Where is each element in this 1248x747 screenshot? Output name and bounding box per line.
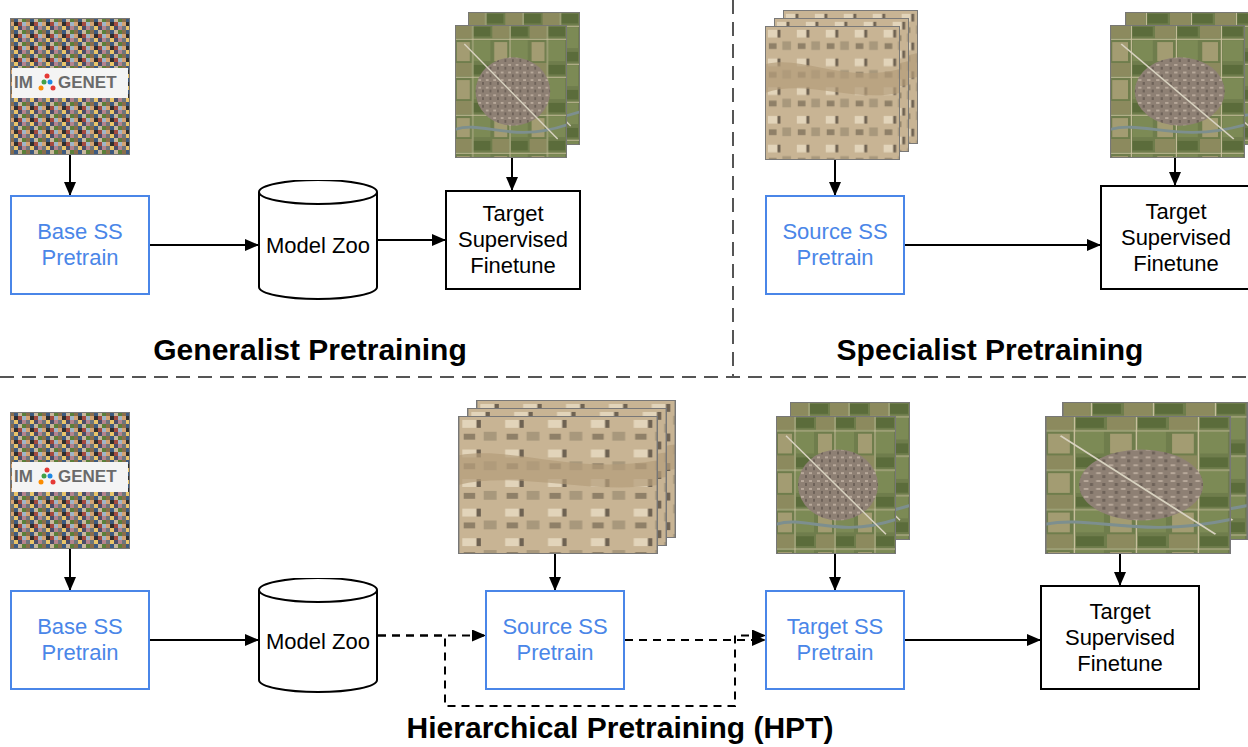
- section-heading: Hierarchical Pretraining (HPT): [407, 711, 834, 745]
- input-arrow: [1119, 554, 1121, 585]
- input-arrow: [834, 554, 836, 590]
- section-divider: [732, 0, 734, 376]
- process-box: Target Supervised Finetune: [1040, 585, 1200, 690]
- flow-arrow: [905, 639, 1040, 641]
- process-box: Source SS Pretrain: [765, 195, 905, 295]
- process-box: Target SS Pretrain: [765, 590, 905, 690]
- aerial-image: [458, 416, 658, 554]
- process-box: Source SS Pretrain: [485, 590, 625, 690]
- model-store-cylinder: Model Zoo: [258, 180, 378, 300]
- satellite-image: [776, 416, 896, 554]
- logo-text: IM: [14, 73, 33, 93]
- box-label: Model Zoo: [260, 629, 376, 655]
- box-label: Target Supervised Finetune: [1102, 199, 1248, 277]
- input-arrow: [554, 554, 556, 590]
- process-box: Target Supervised Finetune: [445, 190, 581, 290]
- box-label: Target SS Pretrain: [767, 614, 903, 666]
- input-arrow: [69, 549, 71, 590]
- flow-arrow: [150, 244, 258, 246]
- imagenet-image: [10, 18, 130, 155]
- box-label: Base SS Pretrain: [12, 614, 148, 666]
- logo-text: IM: [14, 467, 33, 487]
- box-label: Source SS Pretrain: [487, 614, 623, 666]
- flow-arrow: [905, 244, 1100, 246]
- box-label: Model Zoo: [260, 233, 376, 259]
- box-label: Target Supervised Finetune: [447, 201, 579, 279]
- box-label: Base SS Pretrain: [12, 219, 148, 271]
- process-box: Base SS Pretrain: [10, 195, 150, 295]
- aerial-image: [765, 26, 900, 160]
- dashed-connector: [625, 639, 765, 641]
- cylinder-path: [259, 578, 377, 692]
- box-label: Target Supervised Finetune: [1042, 599, 1198, 677]
- model-store-cylinder: Model Zoo: [258, 578, 378, 693]
- process-box: Base SS Pretrain: [10, 590, 150, 690]
- process-box: Target Supervised Finetune: [1100, 185, 1248, 290]
- flow-arrow: [150, 639, 258, 641]
- imagenet-image: [10, 412, 130, 549]
- logo-text: GENET: [58, 467, 117, 487]
- input-arrow: [834, 160, 836, 195]
- flow-arrow: [378, 239, 445, 241]
- input-arrow: [511, 158, 513, 190]
- box-label: Source SS Pretrain: [767, 219, 903, 271]
- section-divider: [0, 376, 1248, 378]
- satellite-image: [455, 25, 567, 158]
- section-heading: Specialist Pretraining: [837, 333, 1144, 367]
- input-arrow: [1174, 158, 1176, 185]
- satellite-image: [1045, 416, 1231, 554]
- section-heading: Generalist Pretraining: [153, 333, 466, 367]
- cylinder-path: [259, 180, 377, 299]
- logo-text: GENET: [58, 73, 117, 93]
- satellite-image: [1110, 25, 1245, 158]
- input-arrow: [69, 155, 71, 195]
